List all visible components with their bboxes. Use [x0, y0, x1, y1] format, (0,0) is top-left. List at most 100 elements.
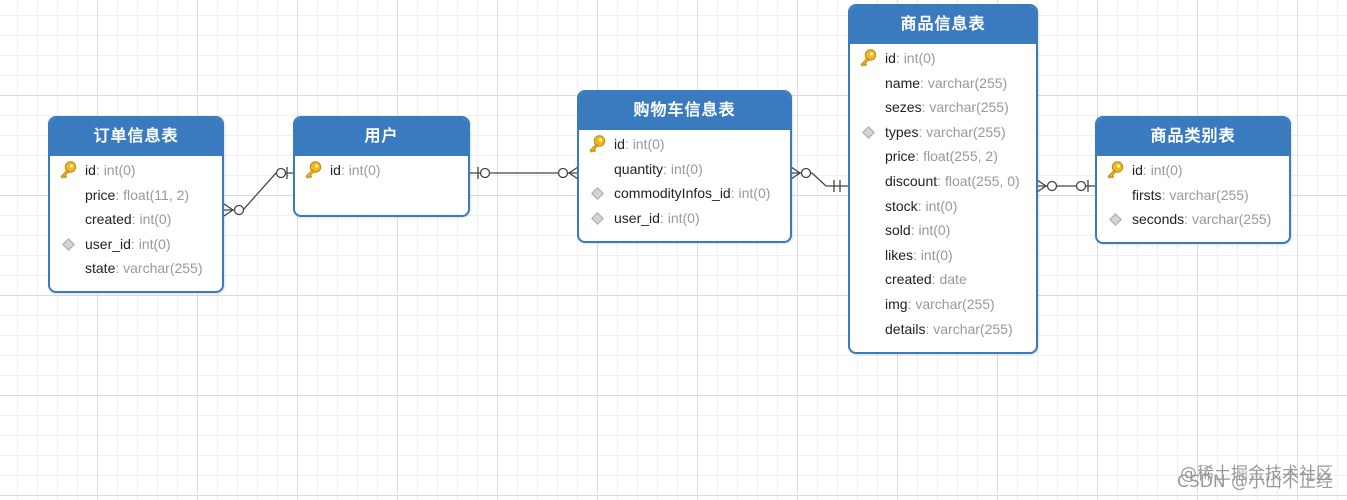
- field-row[interactable]: seconds: varchar(255): [1097, 207, 1289, 232]
- watermark: @稀土掘金技术社区 CSDN @小山不正经: [1177, 464, 1333, 492]
- field-type: int(0): [738, 185, 771, 202]
- field-name: discount: [885, 172, 938, 189]
- field-row[interactable]: id: int(0): [850, 46, 1036, 71]
- field-row[interactable]: likes: int(0): [850, 243, 1036, 268]
- field-text: id: int(0): [885, 46, 936, 71]
- field-row[interactable]: id: int(0): [295, 158, 468, 183]
- field-text: state: varchar(255): [85, 256, 203, 281]
- entity-cart-info[interactable]: 购物车信息表 id: int(0)quantity: int(0)commodi…: [577, 90, 792, 243]
- field-row[interactable]: sold: int(0): [850, 218, 1036, 243]
- crow-foot-product-side: [1036, 179, 1048, 193]
- field-text: id: int(0): [1132, 158, 1183, 183]
- primary-key-icon: [1105, 160, 1125, 180]
- field-name: sezes: [885, 99, 922, 116]
- field-type: int(0): [632, 136, 665, 152]
- field-list: id: int(0)price: float(11, 2)created: in…: [50, 156, 222, 281]
- field-text: price: float(11, 2): [85, 183, 189, 208]
- field-type: int(0): [103, 162, 136, 178]
- field-name: id: [330, 162, 341, 178]
- field-separator: :: [659, 209, 668, 226]
- field-name: price: [885, 148, 916, 165]
- field-type: varchar(255): [929, 99, 1009, 116]
- zero-mark-order-end: [233, 204, 245, 216]
- field-separator: :: [925, 320, 934, 337]
- field-type: varchar(255): [1191, 211, 1272, 228]
- field-row[interactable]: created: date: [850, 267, 1036, 292]
- field-separator: :: [918, 123, 927, 140]
- field-type: int(0): [1150, 162, 1183, 178]
- field-text: seconds: varchar(255): [1132, 207, 1271, 232]
- field-separator: :: [931, 271, 940, 288]
- field-row[interactable]: types: varchar(255): [850, 120, 1036, 145]
- field-type: int(0): [925, 197, 958, 214]
- field-name: commodityInfos_id: [614, 185, 731, 202]
- field-text: created: int(0): [85, 207, 171, 232]
- field-name: stock: [885, 197, 918, 214]
- field-row[interactable]: id: int(0): [579, 132, 790, 157]
- field-type: varchar(255): [1169, 186, 1249, 203]
- field-name: created: [885, 271, 932, 288]
- field-separator: :: [1184, 211, 1192, 228]
- entity-title: 商品信息表: [850, 6, 1036, 44]
- field-row[interactable]: state: varchar(255): [50, 256, 222, 281]
- field-name: sold: [885, 222, 911, 239]
- field-list: id: int(0)firsts: varchar(255)seconds: v…: [1097, 156, 1289, 232]
- field-text: img: varchar(255): [885, 292, 995, 317]
- field-text: discount: float(255, 0): [885, 169, 1020, 194]
- field-row[interactable]: user_id: int(0): [50, 232, 222, 257]
- field-row[interactable]: price: float(255, 2): [850, 144, 1036, 169]
- field-separator: :: [730, 185, 739, 202]
- field-separator: :: [917, 197, 926, 214]
- field-type: int(0): [348, 162, 381, 178]
- field-name: id: [1132, 162, 1143, 178]
- field-name: id: [85, 162, 96, 178]
- entity-product-category[interactable]: 商品类别表 id: int(0)firsts: varchar(255)seco…: [1095, 116, 1291, 244]
- field-separator: :: [115, 186, 124, 203]
- field-row[interactable]: quantity: int(0): [579, 157, 790, 182]
- field-row[interactable]: name: varchar(255): [850, 71, 1036, 96]
- field-row[interactable]: firsts: varchar(255): [1097, 183, 1289, 208]
- field-type: int(0): [139, 211, 172, 228]
- field-type: int(0): [670, 160, 703, 177]
- field-name: img: [885, 295, 908, 312]
- field-row[interactable]: created: int(0): [50, 207, 222, 232]
- field-row[interactable]: commodityInfos_id: int(0): [579, 181, 790, 206]
- zero-mark-user-end: [275, 167, 287, 179]
- field-type: float(11, 2): [123, 186, 190, 203]
- field-row[interactable]: price: float(11, 2): [50, 183, 222, 208]
- entity-product-info[interactable]: 商品信息表 id: int(0)name: varchar(255)sezes:…: [848, 4, 1038, 354]
- primary-key-icon: [587, 134, 607, 154]
- field-separator: :: [624, 136, 633, 152]
- field-text: sezes: varchar(255): [885, 95, 1009, 120]
- field-separator: :: [920, 74, 928, 91]
- field-separator: :: [910, 222, 919, 239]
- relation-order-user: [224, 172, 294, 211]
- field-row[interactable]: id: int(0): [50, 158, 222, 183]
- field-name: state: [85, 260, 116, 277]
- field-text: price: float(255, 2): [885, 144, 998, 169]
- crow-foot-order-end: [223, 203, 235, 217]
- entity-order-info[interactable]: 订单信息表 id: int(0)price: float(11, 2)creat…: [48, 116, 224, 293]
- field-row[interactable]: details: varchar(255): [850, 317, 1036, 342]
- field-separator: :: [663, 160, 671, 177]
- field-text: details: varchar(255): [885, 317, 1013, 342]
- field-separator: :: [95, 162, 104, 178]
- field-type: varchar(255): [123, 260, 203, 277]
- field-row[interactable]: id: int(0): [1097, 158, 1289, 183]
- zero-mark-category-end: [1075, 180, 1087, 192]
- field-text: likes: int(0): [885, 243, 953, 268]
- field-type: varchar(255): [933, 320, 1013, 337]
- field-type: float(255, 2): [923, 148, 998, 165]
- field-text: name: varchar(255): [885, 71, 1007, 96]
- field-name: price: [85, 186, 116, 203]
- field-row[interactable]: sezes: varchar(255): [850, 95, 1036, 120]
- entity-user[interactable]: 用户 id: int(0): [293, 116, 470, 217]
- field-row[interactable]: img: varchar(255): [850, 292, 1036, 317]
- field-separator: :: [1161, 186, 1170, 203]
- field-row[interactable]: discount: float(255, 0): [850, 169, 1036, 194]
- field-text: id: int(0): [330, 158, 381, 183]
- field-row[interactable]: stock: int(0): [850, 194, 1036, 219]
- field-text: firsts: varchar(255): [1132, 183, 1249, 208]
- field-name: likes: [885, 246, 914, 263]
- field-row[interactable]: user_id: int(0): [579, 206, 790, 231]
